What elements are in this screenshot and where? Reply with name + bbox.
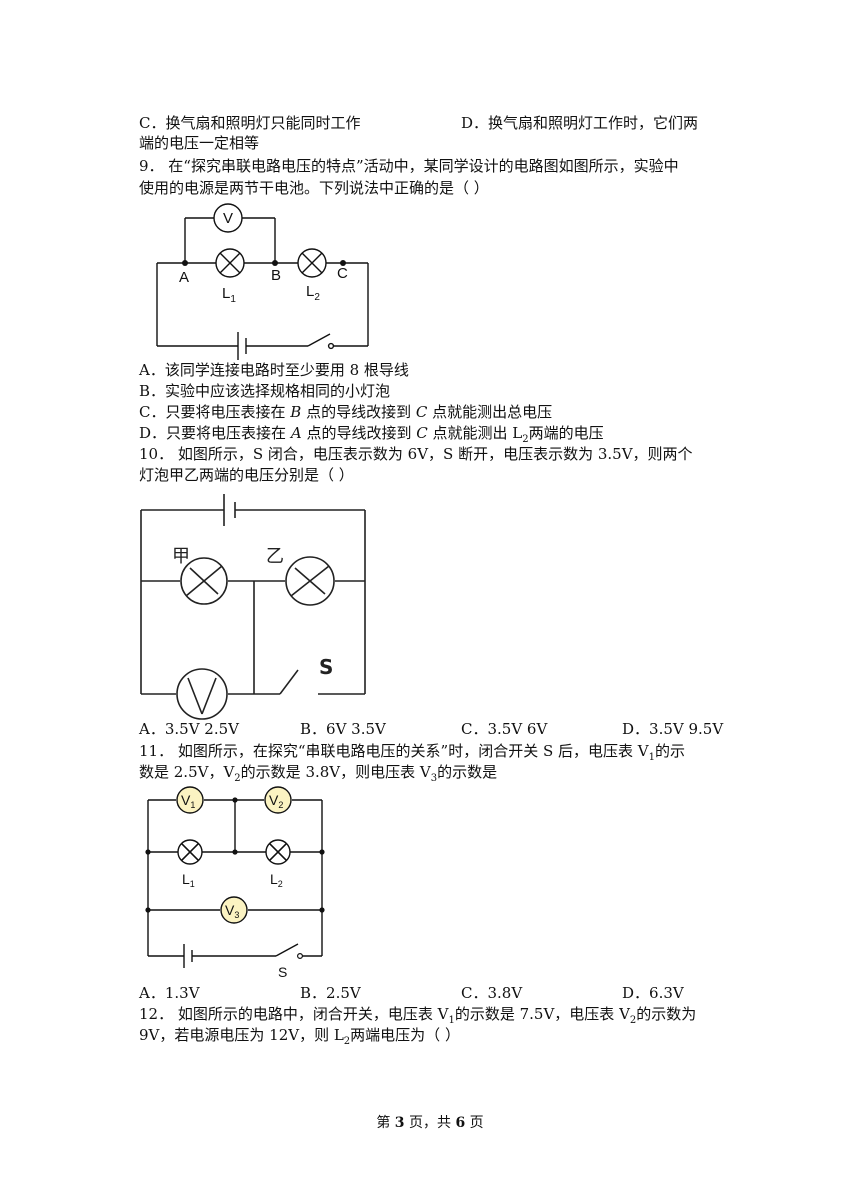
q10-option-d: D．3.5V 9.5V: [622, 720, 724, 738]
q9-option-c: C．只要将电压表接在 B 点的导线改接到 C 点就能测出总电压: [139, 403, 553, 421]
q10-option-b: B．6V 3.5V: [300, 720, 386, 738]
q10-stem-line2: 灯泡甲乙两端的电压分别是（ ）: [139, 466, 354, 484]
q11-stem-line2: 数是 2.5V，V2的示数是 3.8V，则电压表 V3的示数是: [139, 763, 498, 784]
q9-lamp1-label: L1: [222, 285, 236, 305]
q11-option-c: C．3.8V: [461, 984, 523, 1002]
q10-switch-label: S: [319, 655, 333, 679]
q8-option-d: D．换气扇和照明灯工作时，它们两: [461, 114, 699, 132]
q9-circuit-diagram: V A B C L1 L2: [156, 203, 369, 360]
q10-lamp-jia-label: 甲: [172, 546, 190, 567]
q11-option-d: D．6.3V: [622, 984, 684, 1002]
q11-v2-label: V2: [269, 792, 283, 810]
q10-option-a: A．3.5V 2.5V: [139, 720, 239, 738]
q9-meter-label: V: [223, 210, 233, 227]
q10-lamp-yi-label: 乙: [266, 546, 284, 567]
q11-l2-label: L2: [270, 871, 283, 889]
q10-circuit-diagram: 甲 乙 S: [140, 494, 366, 720]
q9-option-b: B．实验中应该选择规格相同的小灯泡: [139, 382, 391, 400]
q11-l1-label: L1: [182, 871, 195, 889]
q11-option-a: A．1.3V: [139, 984, 200, 1002]
q11-option-b: B．2.5V: [300, 984, 361, 1002]
q11-v3-label: V3: [225, 902, 239, 920]
q11-v1-label: V1: [181, 792, 195, 810]
q8-option-c: C．换气扇和照明灯只能同时工作: [139, 114, 361, 132]
q9-stem-line2: 使用的电源是两节干电池。下列说法中正确的是（ ）: [139, 179, 489, 197]
q11-circuit-diagram: V1 V2 V3 L1 L2 S: [145, 786, 325, 980]
q9-stem-line1: 9． 在“探究串联电路电压的特点”活动中，某同学设计的电路图如图所示，实验中: [139, 157, 679, 175]
q9-lamp2-label: L2: [306, 283, 320, 303]
page-footer: 第 3 页，共 6 页: [376, 1115, 484, 1131]
q8-option-d-cont: 端的电压一定相等: [139, 134, 260, 152]
q10-stem-line1: 10． 如图所示，S 闭合，电压表示数为 6V，S 断开，电压表示数为 3.5V…: [139, 445, 693, 463]
q11-switch-label: S: [278, 964, 287, 980]
q9-node-a: A: [179, 269, 189, 286]
q9-option-a: A．该同学连接电路时至少要用 8 根导线: [139, 361, 409, 379]
q9-node-c: C: [337, 265, 348, 282]
q12-stem-line1: 12． 如图所示的电路中，闭合开关，电压表 V1的示数是 7.5V，电压表 V2…: [139, 1005, 697, 1026]
q9-option-d: D．只要将电压表接在 A 点的导线改接到 C 点就能测出 L2两端的电压: [139, 424, 604, 445]
q10-option-c: C．3.5V 6V: [461, 720, 548, 738]
q11-stem-line1: 11． 如图所示，在探究“串联电路电压的关系”时，闭合开关 S 后，电压表 V1…: [139, 742, 685, 763]
q9-node-b: B: [271, 267, 281, 284]
q12-stem-line2: 9V，若电源电压为 12V，则 L2两端电压为（ ）: [139, 1026, 460, 1047]
